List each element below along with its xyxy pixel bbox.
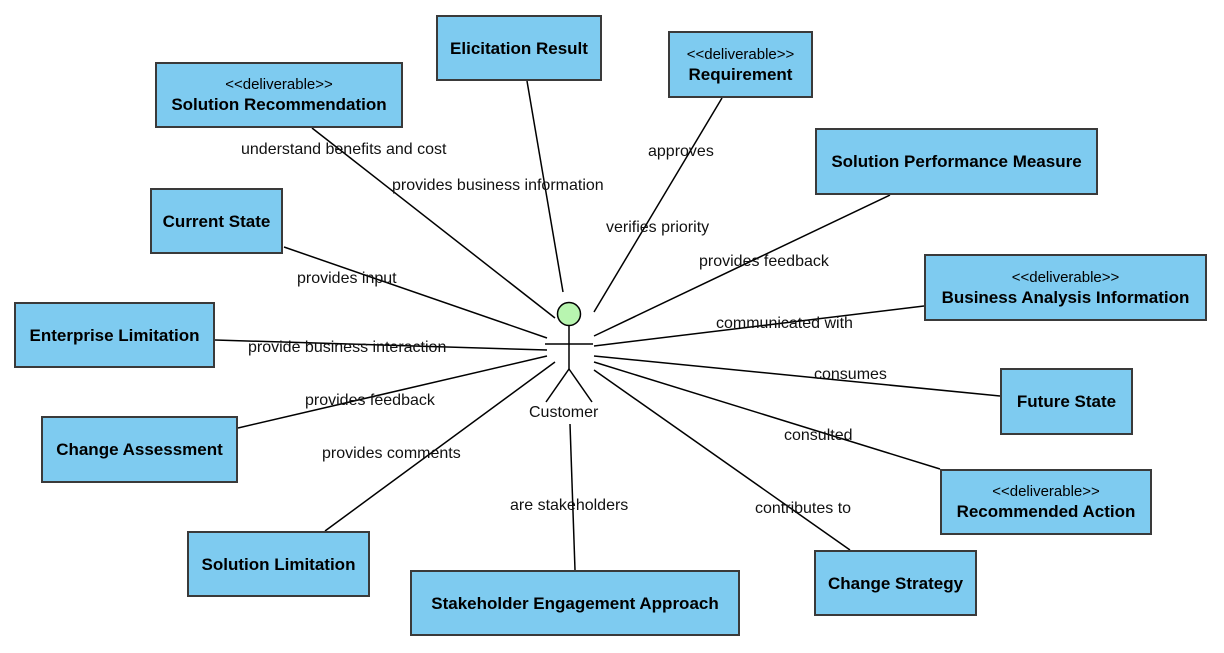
edge-solution-recommendation: [311, 127, 556, 319]
node-name: Recommended Action: [956, 502, 1136, 521]
node-stereotype: <<deliverable>>: [225, 76, 333, 93]
node-elicitation-result[interactable]: Elicitation Result: [436, 15, 602, 81]
edge-business-analysis-information: [593, 305, 925, 347]
edge-requirement: [593, 97, 723, 313]
actor-right-leg: [568, 368, 593, 403]
edge-current-state: [283, 246, 548, 339]
node-stakeholder-engagement-approach[interactable]: Stakeholder Engagement Approach: [410, 570, 740, 636]
node-name: Elicitation Result: [450, 38, 588, 58]
edge-label-change-strategy: contributes to: [755, 500, 852, 517]
edge-solution-limitation: [324, 361, 556, 532]
edge-change-assessment: [237, 355, 548, 429]
node-name: Solution Limitation: [201, 554, 356, 574]
node-current-state[interactable]: Current State: [150, 188, 283, 254]
edge-label-recommended-action: consulted: [784, 427, 853, 444]
node-name: Current State: [162, 211, 271, 231]
node-solution-recommendation[interactable]: <<deliverable>> Solution Recommendation: [155, 62, 403, 128]
edge-label-requirement-approves: approves: [648, 143, 714, 160]
node-change-strategy[interactable]: Change Strategy: [814, 550, 977, 616]
node-requirement[interactable]: <<deliverable>> Requirement: [668, 31, 813, 98]
actor-head: [556, 301, 582, 327]
edge-label-solution-recommendation: understand benefits and cost: [241, 141, 447, 158]
edge-future-state: [593, 355, 1001, 397]
edge-change-strategy: [593, 369, 851, 551]
edge-label-business-analysis-information: communicated with: [716, 315, 853, 332]
node-business-analysis-information[interactable]: <<deliverable>> Business Analysis Inform…: [924, 254, 1207, 321]
node-name: Change Assessment: [56, 440, 223, 459]
node-name: Solution Recommendation: [171, 95, 387, 114]
node-enterprise-limitation[interactable]: Enterprise Limitation: [14, 302, 215, 368]
edge-solution-performance-measure: [593, 194, 891, 337]
edge-label-solution-limitation: provides comments: [322, 445, 461, 462]
node-name: Solution Performance Measure: [831, 152, 1082, 171]
edge-elicitation-result: [526, 80, 564, 293]
node-name: Stakeholder Engagement Approach: [431, 593, 719, 613]
edge-stakeholder-engagement-approach: [569, 423, 576, 571]
edge-label-solution-performance-measure: provides feedback: [699, 253, 829, 270]
node-name: Change Strategy: [827, 573, 964, 593]
edge-label-enterprise-limitation: provide business interaction: [248, 339, 447, 356]
node-change-assessment[interactable]: Change Assessment: [41, 416, 238, 483]
edge-recommended-action: [593, 361, 941, 470]
node-recommended-action[interactable]: <<deliverable>> Recommended Action: [940, 469, 1152, 535]
node-name: Business Analysis Information: [941, 287, 1190, 307]
node-solution-performance-measure[interactable]: Solution Performance Measure: [815, 128, 1098, 195]
edge-label-elicitation-result: provides business information: [392, 177, 604, 194]
edge-label-current-state: provides input: [297, 270, 397, 287]
node-name: Requirement: [688, 64, 793, 84]
edge-enterprise-limitation: [214, 339, 548, 351]
actor-left-leg: [545, 368, 570, 403]
node-stereotype: <<deliverable>>: [686, 45, 795, 63]
edge-label-requirement-verifies: verifies priority: [606, 219, 710, 236]
node-stereotype: <<deliverable>>: [992, 483, 1100, 500]
edge-label-change-assessment: provides feedback: [305, 392, 435, 409]
node-future-state[interactable]: Future State: [1000, 368, 1133, 435]
actor-label: Customer: [529, 404, 599, 421]
node-name: Future State: [1016, 392, 1117, 411]
node-solution-limitation[interactable]: Solution Limitation: [187, 531, 370, 597]
edge-label-future-state: consumes: [814, 366, 887, 383]
actor-figure: [545, 301, 593, 403]
edge-label-stakeholder-engagement-approach: are stakeholders: [510, 497, 629, 514]
node-stereotype: <<deliverable>>: [1011, 268, 1120, 286]
node-name: Enterprise Limitation: [29, 325, 200, 345]
